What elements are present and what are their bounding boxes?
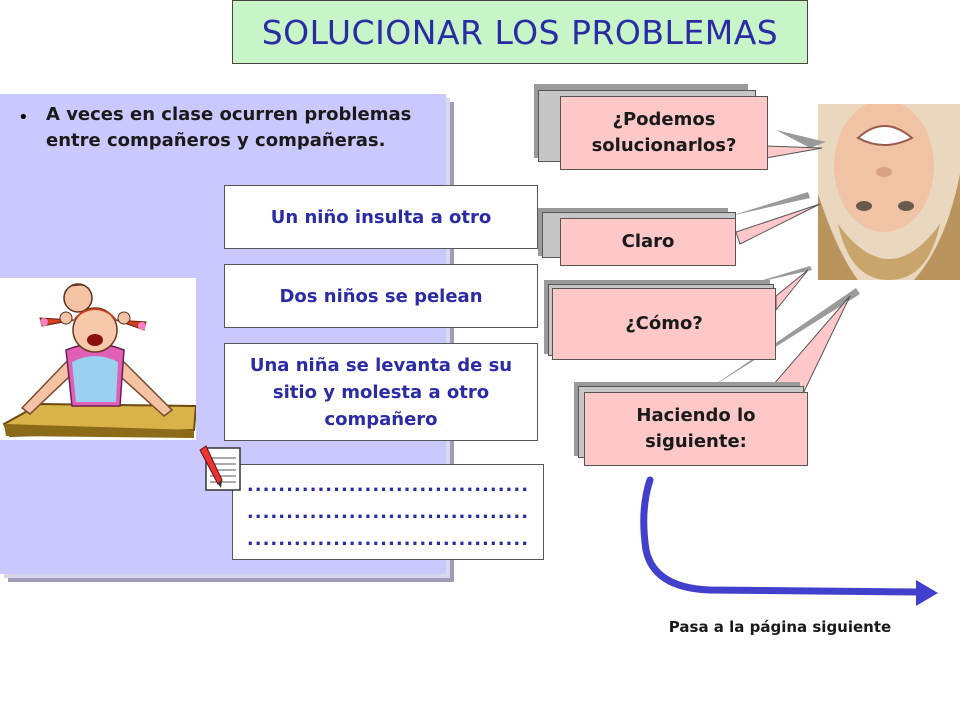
page-title: SOLUCIONAR LOS PROBLEMAS (232, 0, 808, 64)
angry-girl-illustration (0, 278, 198, 440)
girl-photo (818, 100, 960, 280)
bubble-tails (710, 130, 860, 401)
situation-insult: Un niño insulta a otro (224, 185, 538, 249)
bubble-question-how: ¿Cómo? (552, 288, 776, 360)
bubble-answer-how: Haciendo lo siguiente: (584, 392, 808, 466)
situation-fight: Dos niños se pelean (224, 264, 538, 328)
next-page-arrow-icon[interactable] (620, 470, 950, 610)
situation-bother: Una niña se levanta de su sitio y molest… (224, 343, 538, 441)
situation-blank: .................................... ...… (232, 464, 544, 560)
blank-line: .................................... (246, 501, 530, 523)
notepad-pencil-icon (198, 444, 244, 494)
bullet-marker: • (18, 107, 29, 128)
bubble-answer-claro: Claro (560, 218, 736, 266)
next-page-label[interactable]: Pasa a la página siguiente (668, 618, 892, 636)
blank-line: .................................... (246, 528, 530, 550)
blank-line: .................................... (246, 474, 530, 496)
bubble-question-solve: ¿Podemos solucionarlos? (560, 96, 768, 170)
intro-text: A veces en clase ocurren problemas entre… (46, 104, 412, 151)
